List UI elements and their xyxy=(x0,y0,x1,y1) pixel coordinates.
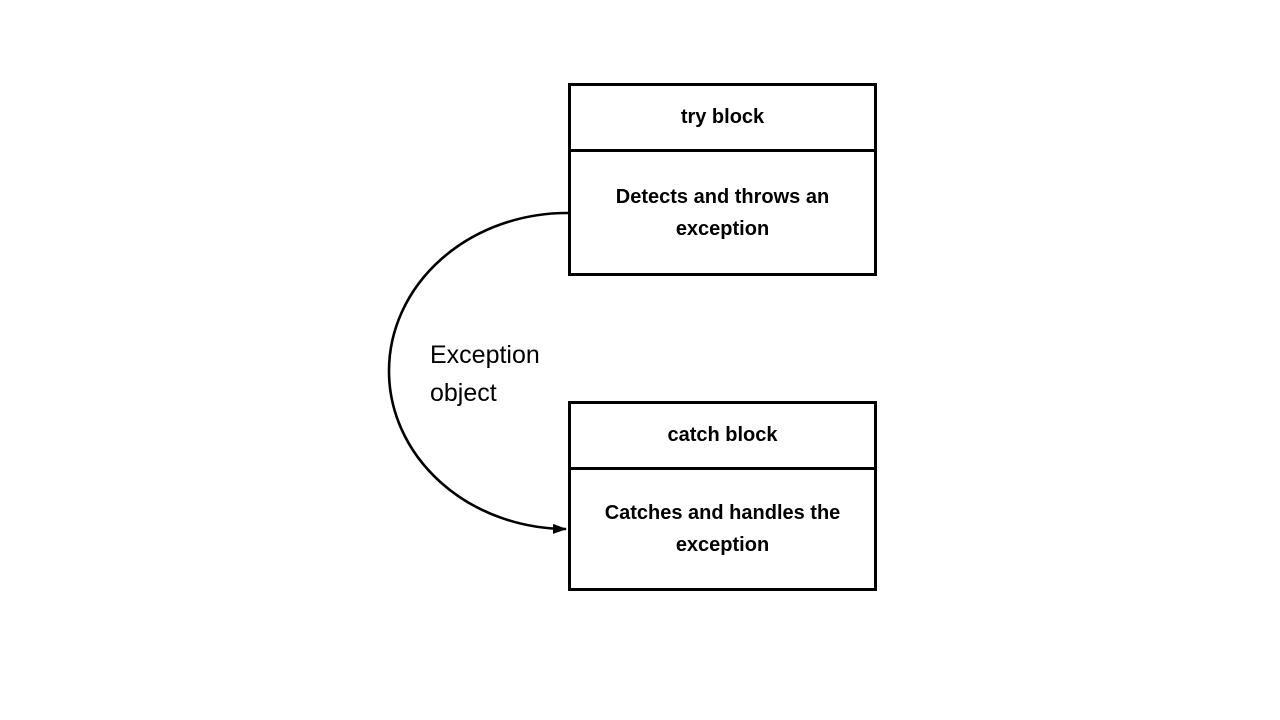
try-block: try block Detects and throws an exceptio… xyxy=(568,83,877,276)
try-block-title: try block xyxy=(571,86,874,152)
catch-block-description: Catches and handles the exception xyxy=(604,502,841,556)
catch-block-title: catch block xyxy=(571,404,874,470)
try-block-body: Detects and throws an exception xyxy=(571,152,874,273)
catch-block: catch block Catches and handles the exce… xyxy=(568,401,877,591)
try-block-description: Detects and throws an exception xyxy=(615,185,830,240)
catch-block-body: Catches and handles the exception xyxy=(571,470,874,588)
exception-object-label: Exception object xyxy=(430,341,540,407)
